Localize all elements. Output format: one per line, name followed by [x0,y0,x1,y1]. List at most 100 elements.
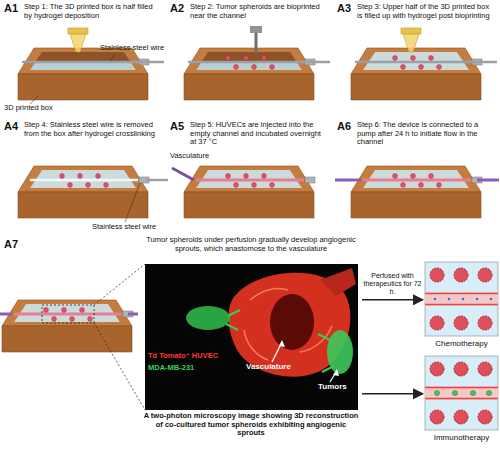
stain-label: MDA-MB-231 [148,364,228,373]
therapy-label: Immunotherapy [423,433,500,442]
printed-box [18,48,149,100]
image-label: Tumors [318,382,356,391]
vessel-branch [320,268,356,296]
tumor-spheroids [226,56,275,70]
tumor-spheroids [44,308,93,322]
drug-dot [490,298,493,301]
panel-letter: A3 [337,2,351,15]
huvec-channel [196,179,304,182]
huvec-channel [14,313,122,316]
printed-box [184,48,315,100]
pump-tube [128,313,138,316]
image-label: Vasculature [246,362,296,371]
part-label: Vasculature [170,152,230,161]
step-text: Step 2: Tumor spheroids are bioprinted n… [190,3,328,20]
injection-tube [172,168,194,180]
step-panel: A5 Step 5: HUVECs are injected into the e… [166,118,333,236]
step-panel: A3 Step 3: Upper half of the 3D printed b… [333,0,500,118]
step-text: Step 6: The device is connected to a pum… [357,121,495,147]
immunotherapy-art [425,356,498,430]
figure-heading: Tumor spheroids under perfusion graduall… [140,236,362,253]
step-panel: A6 Step 6: The device is connected to a p… [333,118,500,236]
step-panel: A7 [0,236,138,456]
stain-label: Td Tomato⁺ HUVEC [148,352,228,361]
step5-art [172,166,315,218]
therapy-panel: Immunotherapy [423,356,500,446]
step-panel: A1 Step 1: The 3D printed box is half fil… [0,0,166,118]
flow-arrow [362,393,423,395]
steel-wire [188,61,330,64]
figure-caption: A two-photon microscopy image showing 3D… [142,412,360,438]
vessel-lumen [270,294,314,350]
step1-art [18,28,164,100]
part-label: Stainless steel wire [92,223,164,232]
leader-line [30,96,38,104]
panel-letter: A5 [170,120,184,133]
zoom-line [94,323,145,410]
steel-wire [22,61,164,64]
step-panel: A2 Step 2: Tumor spheroids are bioprinted… [166,0,333,118]
tumor-spheroids [226,174,275,188]
panel-letter: A7 [4,238,18,251]
tumor-render [186,306,230,330]
arrow-head [279,340,285,347]
vessel-texture [244,288,332,360]
pump-tube [335,179,361,182]
microscopy-panel: Tumor spheroids under perfusion graduall… [140,236,362,446]
angiogenic-sprout [226,310,334,372]
step7-art [0,300,138,352]
tumor-spheroids [393,56,442,70]
drug-dot [462,298,465,301]
chemotherapy-art [425,262,498,336]
pipette [401,28,421,52]
therapy-schematic [425,262,498,336]
therapy-label: Chemotherapy [423,339,500,348]
drug-dot [476,298,479,301]
pump-tube [477,179,499,182]
printed-box [184,166,315,218]
printed-box [351,166,482,218]
empty-channel [30,179,138,182]
arrow-head [333,369,339,376]
huvec-channel [363,179,471,182]
tumor-spheroids [393,174,442,188]
tumor-spheroids [60,174,109,188]
bioprint-needle [255,32,258,53]
microscopy-image [145,264,358,410]
step4-art [18,166,168,218]
step3-art [351,28,497,100]
immune-cell [452,390,457,395]
steel-wire [146,179,168,182]
immune-cell [434,390,439,395]
step-text: Step 5: HUVECs are injected into the emp… [190,121,328,147]
panel-letter: A6 [337,120,351,133]
zoom-box [42,305,94,323]
panel-letter: A1 [4,2,18,15]
zoom-line [94,264,145,305]
flow-arrow [362,299,423,301]
therapy-schematic [425,356,498,430]
printed-box [351,48,482,100]
needle-head [250,26,262,33]
part-label: 3D printed box [4,104,64,113]
pipette [68,28,88,52]
leader-line [110,54,115,61]
part-label: Stainless steel wire [100,44,166,53]
immune-cell [486,390,491,395]
edge-label: Perfused with therapeutics for 72 h. [363,272,422,296]
pump-tube [0,313,12,316]
step-panel: A4Step 4: Stainless steel wire is remove… [0,118,166,236]
steel-wire [355,61,497,64]
step-text: Step 1: The 3D printed box is half fille… [24,3,162,20]
immune-cell [470,390,475,395]
therapy-panel: Chemotherapy [423,262,500,352]
step2-art [184,26,330,100]
step6-art [335,166,499,218]
step-text: Step 3: Upper half of the 3D printed box… [357,3,495,20]
drug-dot [434,298,437,301]
panel-letter: A2 [170,2,184,15]
printed-box [2,300,133,352]
